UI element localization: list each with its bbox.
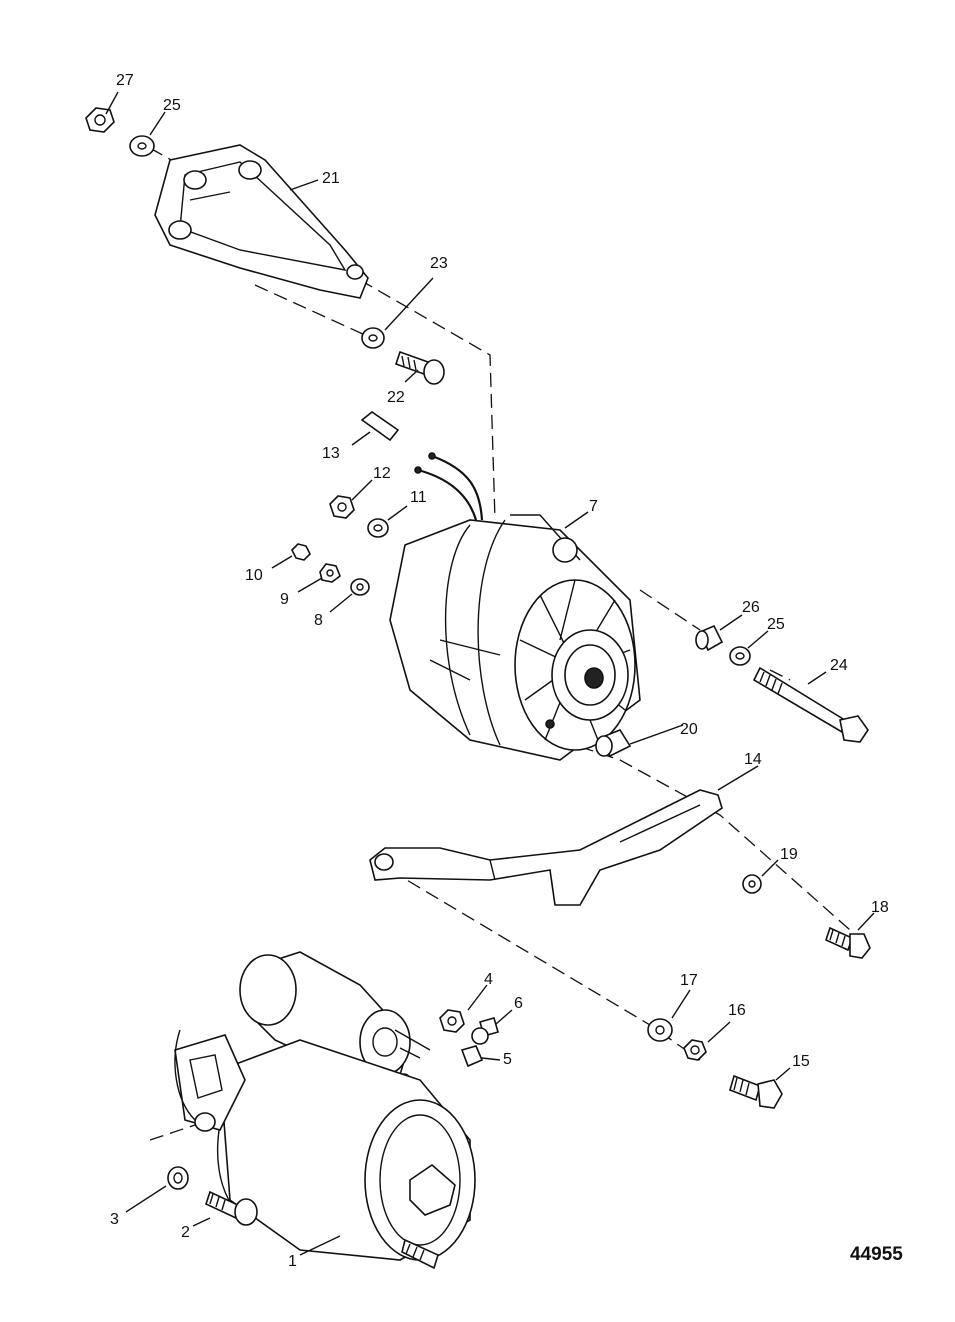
callout-9: 9 [280, 591, 289, 608]
callout-17: 17 [680, 972, 698, 989]
starter-motor-1 [174, 951, 476, 1270]
callout-25-top: 25 [163, 97, 181, 114]
nut-27 [85, 107, 115, 133]
nut-4 [439, 1009, 465, 1033]
lockwasher-3 [167, 1166, 189, 1190]
washer-17 [647, 1018, 673, 1042]
spacer-20 [595, 729, 632, 758]
callout-6: 6 [514, 995, 523, 1012]
callout-7: 7 [589, 498, 598, 515]
nut-16 [683, 1039, 707, 1061]
callout-2: 2 [181, 1224, 190, 1241]
callout-labels: 27 25 21 23 22 13 12 11 7 10 9 8 26 25 2… [110, 72, 889, 1270]
callout-26: 26 [742, 599, 760, 616]
wire-harness [414, 452, 484, 521]
callout-10: 10 [245, 567, 263, 584]
washer-19 [742, 874, 762, 894]
leader-lines [105, 91, 875, 1256]
callout-15: 15 [792, 1053, 810, 1070]
screw-6 [471, 1017, 499, 1045]
brace-14 [369, 789, 723, 906]
callout-16: 16 [728, 1002, 746, 1019]
callout-19: 19 [780, 846, 798, 863]
callout-22: 22 [387, 389, 405, 406]
figure-number: 44955 [850, 1244, 903, 1265]
pin-13 [360, 411, 400, 442]
washer-25-right [729, 646, 751, 666]
callout-3: 3 [110, 1211, 119, 1228]
callout-21: 21 [322, 170, 340, 187]
alternator-7 [389, 514, 641, 761]
washer-11 [367, 518, 389, 538]
callout-12: 12 [373, 465, 391, 482]
callout-5: 5 [503, 1051, 512, 1068]
nut-5 [460, 1045, 484, 1068]
callout-23: 23 [430, 255, 448, 272]
bolt-2 [205, 1190, 258, 1226]
callout-20: 20 [680, 721, 698, 738]
callout-8: 8 [314, 612, 323, 629]
callout-18: 18 [871, 899, 889, 916]
spacer-26 [695, 624, 724, 652]
callout-24: 24 [830, 657, 848, 674]
nut-10 [291, 543, 311, 561]
washer-25-top [129, 135, 155, 157]
callout-25-right: 25 [767, 616, 785, 633]
nut-12 [329, 495, 355, 519]
callout-27: 27 [116, 72, 134, 89]
callout-14: 14 [744, 751, 762, 768]
bolt-24 [752, 666, 869, 743]
callout-1: 1 [288, 1253, 297, 1270]
nut-9 [319, 563, 341, 583]
callout-4: 4 [484, 971, 493, 988]
bolt-15 [729, 1074, 783, 1109]
washer-23 [361, 327, 385, 349]
bracket-21 [154, 144, 369, 299]
callout-13: 13 [322, 445, 340, 462]
bolt-18 [825, 926, 871, 959]
callout-11: 11 [410, 489, 427, 506]
washer-8 [350, 578, 370, 596]
bolt-22 [394, 350, 445, 385]
